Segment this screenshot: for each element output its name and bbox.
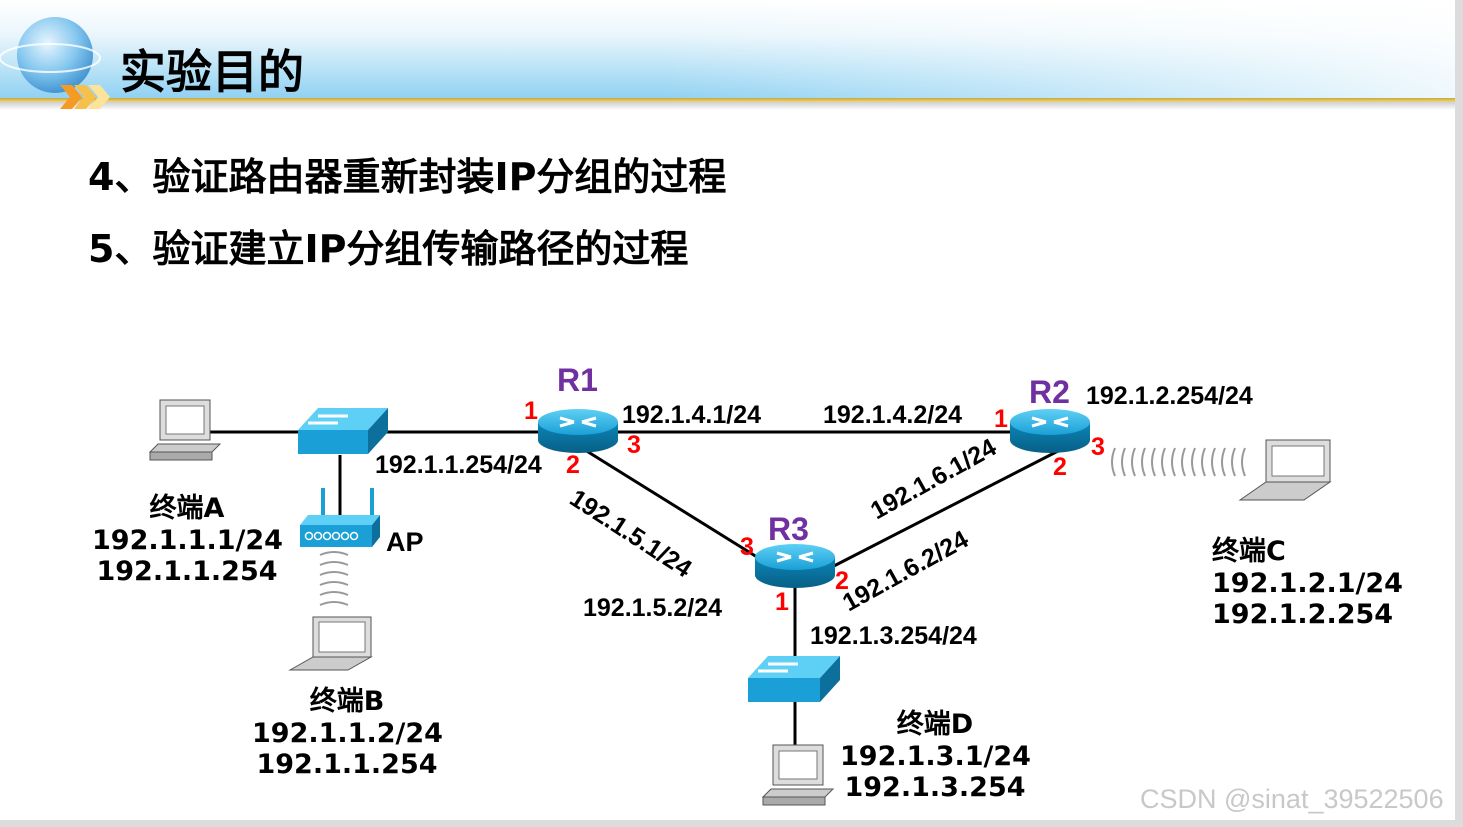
links [210, 430, 1061, 750]
switch-1-icon [298, 408, 388, 454]
terminal-c-info: 终端C 192.1.2.1/24 192.1.2.254 [1212, 529, 1403, 630]
terminal-a-gateway: 192.1.1.254 [96, 556, 278, 587]
r2-port3-address: 192.1.2.254/24 [1086, 382, 1253, 410]
r2-port-3: 3 [1091, 433, 1105, 461]
header-fade [0, 0, 1463, 100]
desktop-pc-a-icon [148, 399, 222, 461]
switch-2-icon [748, 656, 840, 702]
terminal-d-gateway: 192.1.3.254 [844, 772, 1026, 803]
globe-logo-icon [0, 17, 110, 109]
terminal-a-name: 终端A [149, 493, 225, 524]
header-divider [0, 98, 1463, 102]
terminal-d-ip: 192.1.3.1/24 [840, 741, 1031, 772]
terminal-b-ip: 192.1.1.2/24 [252, 718, 443, 749]
watermark: CSDN @sinat_39522506 [1140, 784, 1444, 814]
right-border [1455, 0, 1463, 827]
terminal-a-ip: 192.1.1.1/24 [92, 525, 283, 556]
r1-port1-address: 192.1.1.254/24 [375, 451, 542, 479]
desktop-pc-d-icon [761, 744, 835, 806]
terminal-c-name: 终端C [1212, 536, 1286, 567]
r1-port3-address: 192.1.4.1/24 [622, 401, 762, 429]
r1-port-3: 3 [627, 431, 641, 459]
link-r2-r3 [829, 448, 1061, 570]
r1-port-1: 1 [524, 397, 538, 425]
link-r1-r3 [584, 448, 766, 564]
router-r3-label: R3 [768, 511, 809, 547]
r3-port-1: 1 [775, 588, 789, 616]
router-r3-icon [755, 544, 835, 588]
r3-port1-address: 192.1.3.254/24 [810, 622, 977, 650]
r3-port-2: 2 [835, 567, 849, 595]
terminal-a-info: 终端A 192.1.1.1/24 192.1.1.254 [92, 486, 283, 587]
objective-5: 5、验证建立IP分组传输路径的过程 [88, 227, 689, 271]
r1-port-2: 2 [566, 451, 580, 479]
objective-4: 4、验证路由器重新封装IP分组的过程 [88, 155, 727, 199]
router-r2-label: R2 [1029, 374, 1070, 410]
router-r1-label: R1 [557, 362, 598, 398]
wireless-waves-ap-icon [319, 551, 349, 606]
router-r1-icon [538, 409, 618, 453]
terminal-d-info: 终端D 192.1.3.1/24 192.1.3.254 [840, 702, 1031, 803]
laptop-c-icon [1238, 439, 1332, 501]
terminal-c-ip: 192.1.2.1/24 [1212, 568, 1403, 599]
terminal-d-name: 终端D [896, 709, 974, 740]
r2-port-1: 1 [994, 405, 1008, 433]
header-shadow [0, 102, 1463, 110]
terminal-c-gateway: 192.1.2.254 [1212, 599, 1394, 630]
laptop-b-icon [288, 616, 373, 671]
terminal-b-gateway: 192.1.1.254 [256, 749, 438, 780]
r2-port-2: 2 [1053, 453, 1067, 481]
r3-port3-address: 192.1.5.2/24 [583, 594, 723, 622]
router-r2-icon [1010, 409, 1090, 453]
slide-title: 实验目的 [120, 45, 304, 99]
ap-label: AP [386, 527, 424, 557]
access-point-icon [300, 488, 380, 547]
r3-port-3: 3 [740, 533, 754, 561]
terminal-b-name: 终端B [309, 686, 385, 717]
wireless-waves-r2-icon [1111, 447, 1246, 477]
bottom-border [0, 820, 1463, 827]
r2-port1-address: 192.1.4.2/24 [823, 401, 963, 429]
terminal-b-info: 终端B 192.1.1.2/24 192.1.1.254 [252, 679, 443, 780]
